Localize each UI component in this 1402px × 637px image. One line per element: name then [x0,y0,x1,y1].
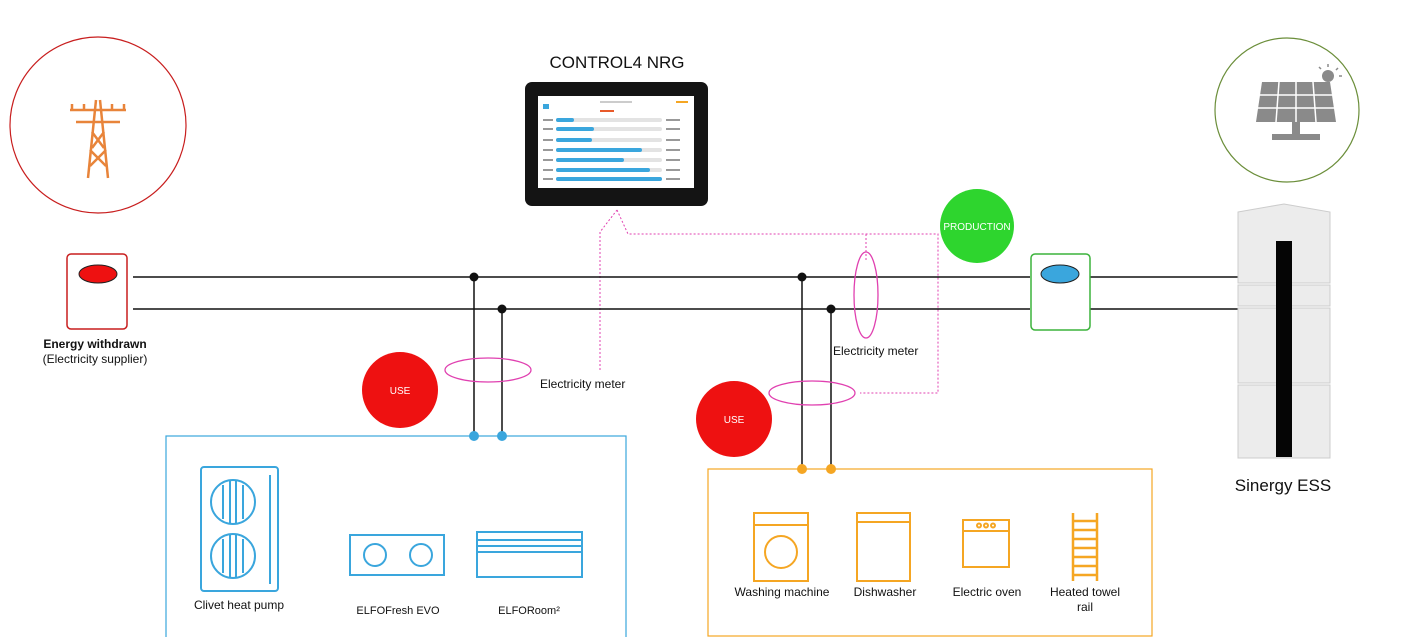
appliance-label-elfofresh: ELFOFresh EVO [356,605,440,617]
production-badge-label: PRODUCTION [943,222,1010,233]
grid-circle [9,36,187,214]
washing-machine-icon [753,512,809,582]
appliance-label-heat-pump: Clivet heat pump [194,598,284,612]
towel-rail-icon [1071,513,1099,581]
heat-pump-icon [200,466,279,592]
appliance-label-dishwasher: Dishwasher [854,585,917,599]
grid-label-sub: (Electricity supplier) [43,352,148,366]
meter-label-left: Electricity meter [540,377,625,391]
solar-panel-icon [1256,64,1342,140]
right-appliance-group [707,468,1153,637]
production-meter-display [1040,264,1080,284]
electric-oven-icon [962,519,1010,568]
appliance-label-washing-machine: Washing machine [735,585,830,599]
meter-clamp-production [853,251,879,339]
use-badge-left-label: USE [390,386,411,397]
solar-circle [1214,37,1360,183]
tablet-bars [543,118,680,181]
use-badge-right-label: USE [724,415,745,426]
appliance-label-electric-oven: Electric oven [953,585,1022,599]
grid-label-bold: Energy withdrawn [43,337,146,351]
elfofresh-icon [349,534,445,576]
elforoom-icon [476,531,583,578]
production-badge [940,189,1014,263]
dishwasher-icon [856,512,911,582]
control4-tablet [525,82,708,206]
ess-label: Sinergy ESS [1235,476,1331,495]
junction-dots [469,272,836,314]
signal-lines [599,209,939,394]
meter-label-right: Electricity meter [833,344,918,358]
left-appliance-group [165,435,627,637]
use-badge-left [362,352,438,428]
grid-meter-display [78,264,118,284]
pylon-icon [70,99,126,179]
control4-title: CONTROL4 NRG [549,53,684,72]
use-badge-right [696,381,772,457]
appliance-label-towel-rail-2: rail [1077,600,1093,614]
power-lines [133,276,1238,469]
meter-clamp-left [444,357,532,383]
meter-clamp-right [768,380,856,406]
sinergy-ess-unit [1237,203,1331,459]
appliance-label-towel-rail-1: Heated towel [1050,585,1120,599]
appliance-label-elforoom: ELFORoom² [498,605,560,617]
